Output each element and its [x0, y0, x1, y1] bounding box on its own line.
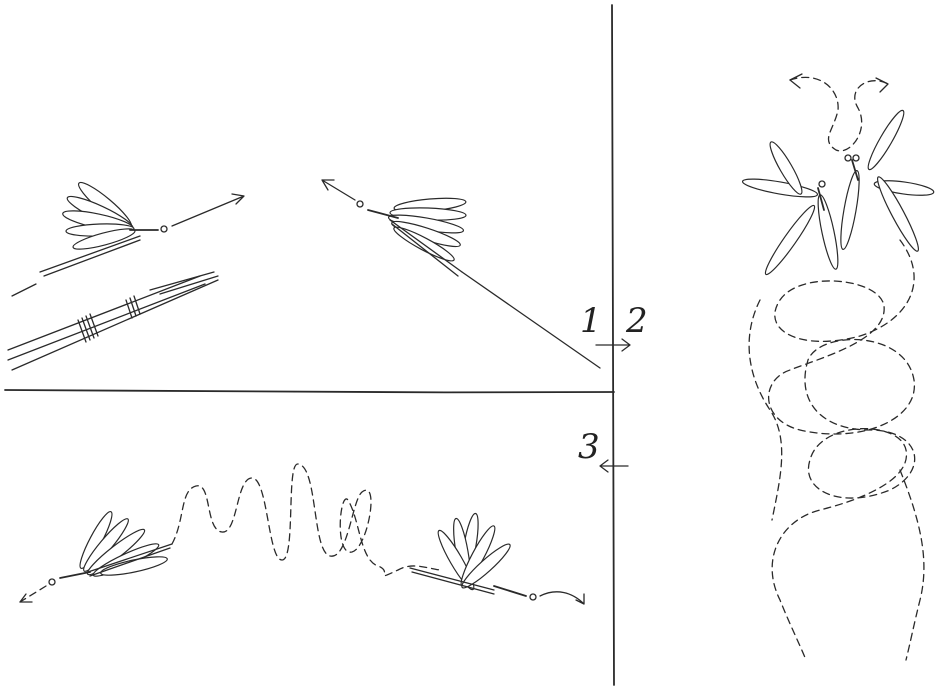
insect-head: [356, 200, 364, 208]
stalk-bundle: [7, 271, 219, 371]
insect-wings: [437, 512, 511, 591]
spiral-loop-left: [748, 299, 783, 521]
spiral-descent-path-secondary: [899, 469, 925, 661]
spiral-descent-path: [767, 239, 916, 661]
flight-path-left-tail: [19, 585, 47, 603]
insect-pair: [741, 109, 935, 276]
insect-body: [493, 585, 527, 597]
insect-bottom-right: [409, 512, 537, 601]
insect-head: [160, 225, 168, 233]
insect-legs: [389, 219, 463, 277]
insect-legs: [39, 235, 141, 277]
insect-male: [741, 141, 839, 276]
insect-legs: [87, 543, 173, 577]
zigzag-flight-path: [171, 463, 441, 577]
label-1: 1: [580, 301, 602, 341]
label-2: 2: [625, 301, 648, 341]
insect-legs: [409, 567, 495, 595]
arrow-right-bottom: [539, 591, 585, 605]
horizontal-divider-line: [4, 389, 615, 394]
trail-arrow-right: [875, 77, 889, 93]
label-3: 3: [578, 427, 600, 467]
arrow-right: [595, 338, 631, 352]
arrow-left: [599, 459, 629, 473]
looping-flight-trail: [789, 76, 889, 152]
insect-left-rising: [11, 181, 168, 297]
insect-leg-tip: [11, 283, 37, 297]
arrow-flight-up-left: [321, 179, 356, 201]
arrow-flight-right: [171, 193, 245, 227]
diagonal-trajectory-line: [461, 271, 601, 369]
insect-body: [59, 571, 91, 579]
insect-bottom-left: [48, 511, 173, 586]
insect-head: [529, 593, 537, 601]
insect-female: [840, 109, 935, 252]
insect-wings: [79, 511, 168, 577]
trail-arrow-left: [789, 73, 803, 89]
insect-right-descending-line: [356, 197, 467, 277]
insect-body: [367, 209, 399, 219]
arrow-left-bottom: [19, 593, 33, 603]
insect-head: [48, 578, 56, 586]
